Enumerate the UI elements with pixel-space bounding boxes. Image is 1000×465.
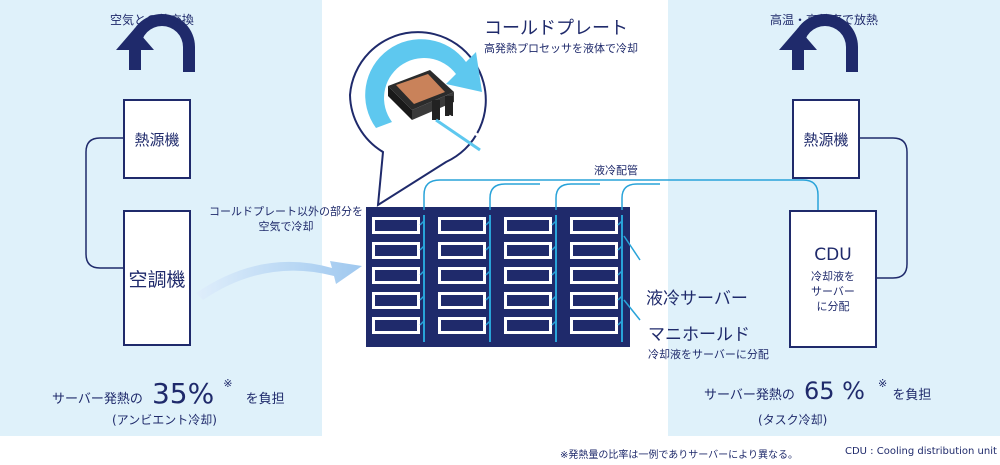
right-share-suffix: を負担 bbox=[892, 388, 932, 403]
left-top-label: 空気との熱交換 bbox=[110, 13, 194, 27]
server-unit-face bbox=[507, 320, 549, 331]
server-unit-face bbox=[573, 220, 615, 231]
server-unit-face bbox=[573, 295, 615, 306]
left-share-mark: ※ bbox=[223, 377, 233, 390]
right-share-prefix: サーバー発熱の bbox=[704, 388, 795, 403]
left-heat-source-label: 熱源機 bbox=[134, 130, 180, 149]
server-unit-face bbox=[375, 270, 417, 281]
left-share-value: 35% bbox=[151, 377, 215, 410]
cdu-desc-1: 冷却液を bbox=[811, 269, 855, 283]
left-share-note: (アンビエント冷却) bbox=[112, 413, 217, 427]
server-unit-face bbox=[441, 320, 483, 331]
aircon-box: 空調機 bbox=[123, 210, 191, 346]
server-unit-face bbox=[441, 245, 483, 256]
liquid-piping bbox=[423, 179, 819, 321]
footnote-cdu: CDU : Cooling distribution unit bbox=[845, 446, 997, 457]
right-heat-source-label: 熱源機 bbox=[803, 130, 849, 149]
right-share-line: サーバー発熱の 65 % ※ を負担 bbox=[704, 377, 931, 405]
cdu-title: CDU bbox=[814, 244, 852, 265]
server-unit-face bbox=[573, 270, 615, 281]
right-loop-line bbox=[860, 137, 908, 279]
server-rack bbox=[366, 207, 630, 347]
right-share-note: (タスク冷却) bbox=[758, 413, 828, 427]
right-share-mark: ※ bbox=[878, 377, 888, 390]
left-share-suffix: を負担 bbox=[245, 392, 285, 407]
aircon-label: 空調機 bbox=[128, 268, 186, 291]
server-unit-face bbox=[507, 270, 549, 281]
right-heat-source-box: 熱源機 bbox=[792, 99, 860, 179]
cold-plate-desc: 高発熱プロセッサを液体で冷却 bbox=[484, 42, 638, 55]
left-heat-source-box: 熱源機 bbox=[123, 99, 191, 179]
server-unit-face bbox=[507, 220, 549, 231]
server-unit-face bbox=[375, 320, 417, 331]
right-top-label: 高温・高効率で放熱 bbox=[770, 13, 879, 27]
manifold-pipes bbox=[423, 215, 623, 342]
air-cooling-note-line1: コールドプレート以外の部分を bbox=[209, 205, 363, 218]
server-unit-face bbox=[375, 295, 417, 306]
right-share-value: 65 % bbox=[803, 377, 865, 405]
cold-plate-callout bbox=[348, 31, 489, 207]
manifold-label: マニホールド bbox=[648, 325, 750, 345]
server-unit-face bbox=[441, 220, 483, 231]
server-unit-face bbox=[573, 320, 615, 331]
manifold-desc: 冷却液をサーバーに分配 bbox=[648, 348, 769, 361]
airflow-arrow bbox=[196, 261, 362, 300]
left-loop-line bbox=[85, 137, 123, 269]
cdu-box: CDU 冷却液を サーバー に分配 bbox=[789, 210, 877, 348]
server-unit-face bbox=[507, 295, 549, 306]
left-uturn-arrow-icon bbox=[116, 14, 195, 72]
right-uturn-arrow-icon bbox=[779, 14, 858, 72]
cold-plate-title: コールドプレート bbox=[484, 18, 628, 39]
server-unit-face bbox=[507, 245, 549, 256]
server-label: 液冷サーバー bbox=[646, 289, 748, 309]
cdu-desc-3: に分配 bbox=[816, 299, 850, 313]
server-unit-face bbox=[375, 245, 417, 256]
server-unit-face bbox=[375, 220, 417, 231]
left-share-line: サーバー発熱の 35% ※ を負担 bbox=[52, 377, 285, 410]
air-cooling-note: コールドプレート以外の部分を 空気で冷却 bbox=[206, 204, 366, 234]
cdu-desc-2: サーバー bbox=[811, 284, 855, 298]
server-unit-face bbox=[441, 295, 483, 306]
left-share-prefix: サーバー発熱の bbox=[52, 392, 143, 407]
server-unit-face bbox=[573, 245, 615, 256]
server-unit-face bbox=[441, 270, 483, 281]
footnote-ratio: ※発熱量の比率は一例でありサーバーにより異なる。 bbox=[560, 450, 798, 461]
air-cooling-note-line2: 空気で冷却 bbox=[258, 220, 314, 233]
cold-plate-icon bbox=[388, 70, 489, 152]
piping-label: 液冷配管 bbox=[594, 164, 638, 177]
